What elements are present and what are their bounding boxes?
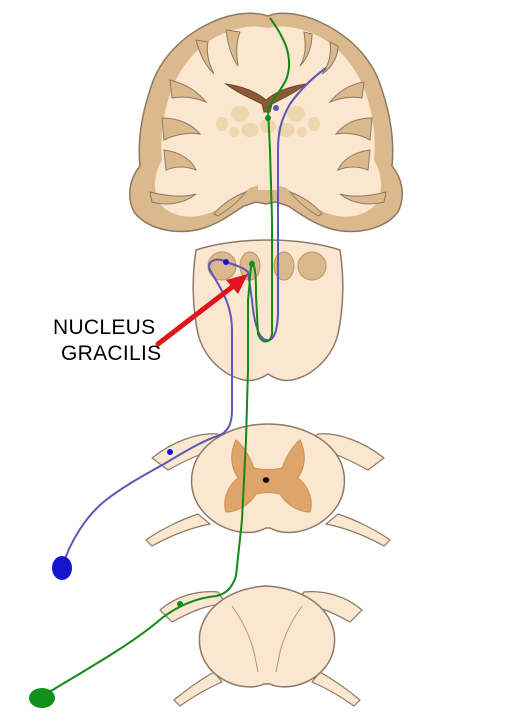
blue-neuron-cell-body xyxy=(52,556,72,580)
green-neuron-cell-body xyxy=(29,688,55,708)
cervical-ventral-root-right xyxy=(324,513,391,547)
green-sensory-pathway xyxy=(45,17,290,695)
nucleus-gracilis-arrow xyxy=(155,274,248,347)
cervical-spinal-cord xyxy=(145,423,391,547)
deep-nuclei xyxy=(216,106,320,137)
central-canal xyxy=(262,477,270,483)
cervical-gray-matter xyxy=(224,439,312,513)
lumbar-midline-septum xyxy=(231,605,303,673)
label-line-1: NUCLEUS xyxy=(53,316,155,339)
brain-coronal-section xyxy=(128,12,404,233)
lumbar-ventral-root-left xyxy=(173,671,223,707)
cortical-gyri xyxy=(149,29,387,217)
label-line-2: GRACILIS xyxy=(61,342,161,365)
lumbar-dorsal-root-left xyxy=(159,591,228,623)
blue-sensory-pathway xyxy=(61,67,327,569)
lumbar-ventral-root-right xyxy=(311,671,361,707)
medulla-section xyxy=(192,239,344,382)
cervical-ventral-root-left xyxy=(145,513,212,547)
lumbar-cord-outline xyxy=(198,585,336,688)
synapse-markers xyxy=(167,105,279,607)
lateral-ventricles xyxy=(224,83,308,113)
brainstem-stalk xyxy=(258,150,278,190)
lumbar-spinal-cord xyxy=(159,585,363,707)
nucleus-gracilis-label: NUCLEUS GRACILIS xyxy=(53,316,162,365)
